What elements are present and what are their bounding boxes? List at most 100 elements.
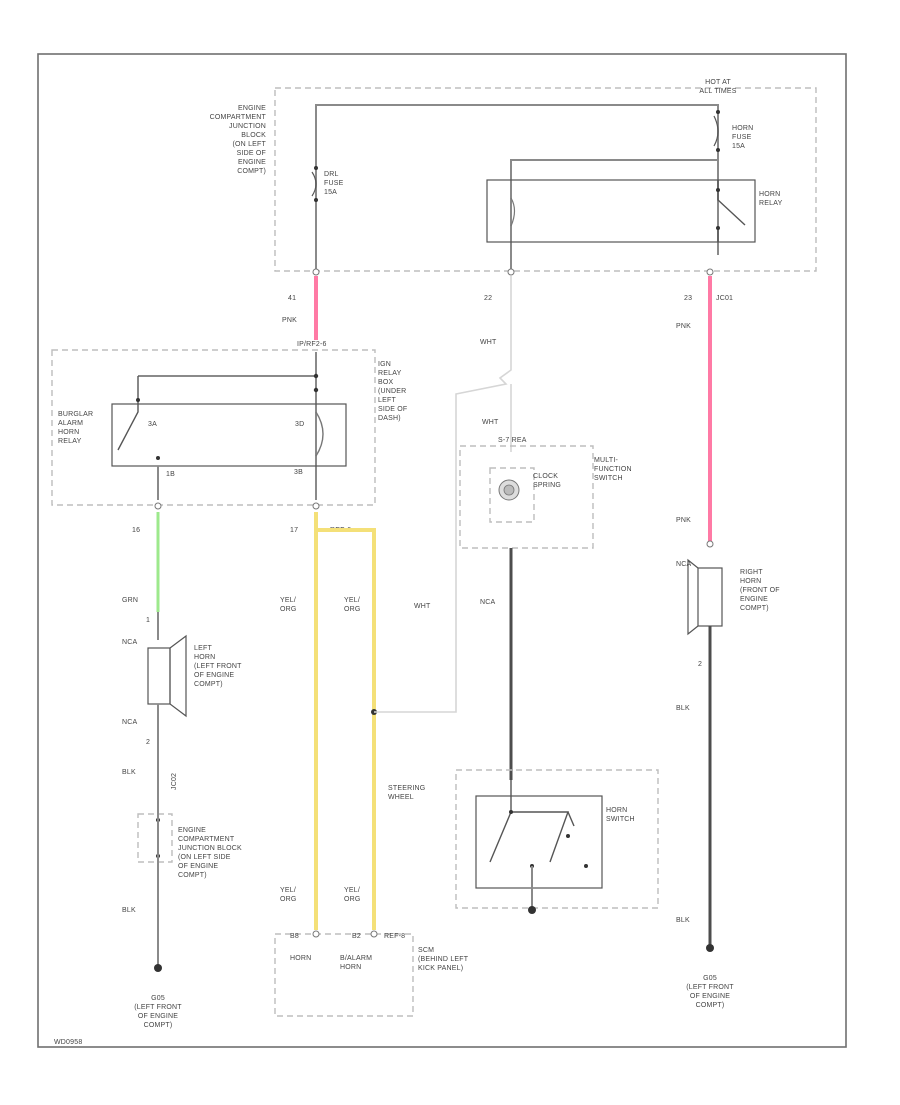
right-horn-connector bbox=[706, 540, 714, 548]
pin-17-label: 17 bbox=[290, 527, 298, 534]
horn-fuse-node bbox=[716, 148, 720, 152]
pin-16-connector bbox=[154, 502, 162, 510]
horn-relay-box bbox=[486, 179, 756, 243]
yel-org-wire-2 bbox=[316, 528, 376, 930]
horn-fuse-node bbox=[716, 110, 720, 114]
switch-node bbox=[566, 834, 570, 838]
yel-org-label-2: YEL/ORG bbox=[344, 597, 361, 613]
yel-org-label-4: YEL/ORG bbox=[344, 887, 361, 903]
scm-pin-b2: B2 bbox=[352, 933, 361, 940]
engine-junction-block-box bbox=[274, 87, 817, 272]
wht-label-2: WHT bbox=[482, 419, 499, 426]
relay-pin-3d: 3D bbox=[295, 421, 304, 428]
pin-22-label: 22 bbox=[484, 295, 492, 302]
horn-output-label: HORN bbox=[290, 955, 311, 962]
relay-contact-node bbox=[136, 398, 140, 402]
relay-coil-icon bbox=[510, 197, 516, 227]
burglar-relay-switch-icon bbox=[117, 376, 139, 451]
pin-22-connector bbox=[507, 268, 515, 276]
left-horn-body bbox=[147, 647, 171, 705]
blk-left2-label: BLK bbox=[122, 907, 136, 914]
s-connector-label: S-7 REA bbox=[498, 437, 527, 444]
relay-pin-3b: 3B bbox=[294, 469, 303, 476]
pnk-label-right: PNK bbox=[676, 323, 691, 330]
left-horn-pin-1: 1 bbox=[146, 617, 150, 624]
steering-wheel-box bbox=[455, 769, 659, 909]
relay-pin-3a: 3A bbox=[148, 421, 157, 428]
splice-node bbox=[313, 387, 319, 393]
nca-right-top-label: NCA bbox=[676, 561, 692, 568]
drl-fuse-icon bbox=[311, 171, 317, 197]
relay-switch-icon bbox=[717, 180, 746, 242]
switch-node bbox=[584, 864, 588, 868]
relay-contact-node bbox=[716, 188, 720, 192]
left-horn-pin-2: 2 bbox=[146, 739, 150, 746]
ign-relay-box bbox=[51, 349, 376, 506]
jc02-label: JC02 bbox=[171, 773, 178, 790]
right-horn-body bbox=[697, 567, 723, 627]
ground-node bbox=[528, 906, 536, 914]
right-horn-pin-2: 2 bbox=[698, 661, 702, 668]
pin-23-label: 23 bbox=[684, 295, 692, 302]
drl-fuse-node bbox=[314, 198, 318, 202]
left-junction-box bbox=[137, 813, 173, 863]
ip-connector-label: IP/RF2-6 bbox=[297, 341, 327, 348]
wht-label-1: WHT bbox=[480, 339, 497, 346]
pin-41-connector bbox=[312, 268, 320, 276]
left-horn-icon bbox=[169, 634, 187, 718]
diagram-id: WD0958 bbox=[54, 1039, 82, 1046]
wht-wire bbox=[374, 276, 512, 713]
clock-spring-icon bbox=[503, 484, 515, 496]
scm-pin-connector bbox=[370, 930, 378, 938]
clock-spring-box bbox=[489, 467, 535, 523]
pin-41-label: 41 bbox=[288, 295, 296, 302]
nca-left2-label: NCA bbox=[122, 719, 138, 726]
switch-node bbox=[509, 810, 513, 814]
relay-coil-feed-wire bbox=[510, 159, 718, 270]
scm-pin-b8: B8 bbox=[290, 933, 299, 940]
relay-contact-node bbox=[156, 456, 160, 460]
horn-switch-icon bbox=[489, 780, 575, 863]
blk-right-label: BLK bbox=[676, 705, 690, 712]
jc01-label: JC01 bbox=[716, 295, 733, 302]
scm-pin-connector bbox=[312, 930, 320, 938]
yel-org-label-3: YEL/ORG bbox=[280, 887, 297, 903]
right-horn-icon bbox=[687, 558, 699, 636]
relay-contact-node bbox=[716, 226, 720, 230]
relay-pin-1b: 1B bbox=[166, 471, 175, 478]
multi-function-switch-box bbox=[459, 445, 594, 549]
grn-label: GRN bbox=[122, 597, 138, 604]
pin-17-connector bbox=[312, 502, 320, 510]
nca-mid-label: NCA bbox=[480, 599, 496, 606]
yel-org-label-1: YEL/ORG bbox=[280, 597, 297, 613]
pin-16-label: 16 bbox=[132, 527, 140, 534]
ground-g05-right bbox=[706, 944, 714, 952]
scm-box bbox=[274, 933, 414, 1017]
wht-label-3: WHT bbox=[414, 603, 431, 610]
pnk-label-right2: PNK bbox=[676, 517, 691, 524]
pin-23-connector bbox=[706, 268, 714, 276]
diagram-frame bbox=[37, 53, 847, 1048]
drl-fuse-node bbox=[314, 166, 318, 170]
junction-bus-wire bbox=[315, 104, 719, 270]
blk-right2-label: BLK bbox=[676, 917, 690, 924]
nca-left-label: NCA bbox=[122, 639, 138, 646]
blk-left-label: BLK bbox=[122, 769, 136, 776]
splice-node bbox=[313, 373, 319, 379]
